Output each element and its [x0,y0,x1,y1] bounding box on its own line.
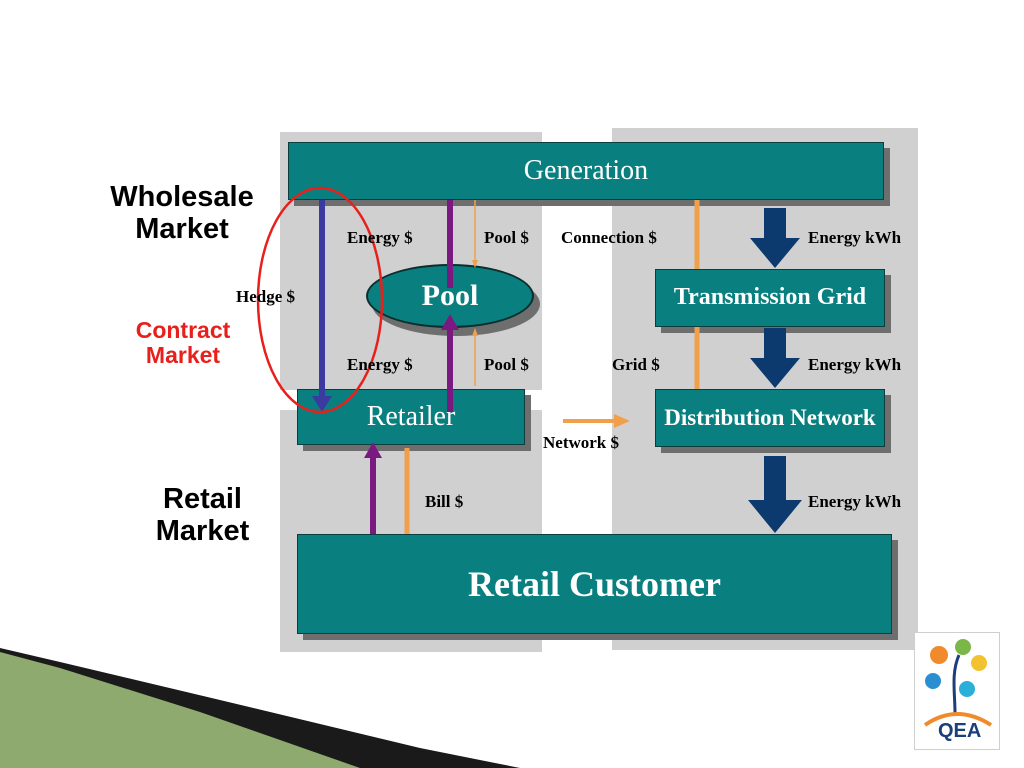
hedge-label: Hedge $ [236,287,296,306]
distribution-network-box: Distribution Network [655,389,885,447]
pool-mid-label: Pool $ [484,355,529,374]
connection-label: Connection $ [561,228,657,247]
bill-label: Bill $ [425,492,464,511]
customer-purple-arrow-head [364,442,382,458]
energy-top-label: Energy $ [347,228,413,247]
retail-market-label: Retail Market [155,483,250,547]
pool-thin-top-head [472,260,478,268]
retailer-box: Retailer [297,389,525,445]
retail-customer-label: Retail Customer [468,564,721,604]
pool-top-label: Pool $ [484,228,529,247]
retailer-label: Retailer [366,401,456,432]
hedge-arrow-head [312,396,332,412]
network-label: Network $ [543,433,620,452]
energy-kwh-label-3: Energy kWh [808,492,902,511]
transmission-grid-box: Transmission Grid [655,269,885,327]
network-arrow-head [614,414,630,428]
generation-box: Generation [288,142,884,200]
contract-market-label: Contract Market [135,317,231,369]
distribution-network-label: Distribution Network [664,404,876,430]
grid-label: Grid $ [612,355,660,374]
corner-swoosh-green [0,652,360,768]
energy-kwh-arrow-1 [750,208,800,268]
contract-market-ring [256,186,384,414]
generation-label: Generation [523,155,649,186]
energy-kwh-label-2: Energy kWh [808,355,902,374]
qea-logo-text: QEA [938,720,982,742]
energy-mid-label: Energy $ [347,355,413,374]
energy-kwh-label-1: Energy kWh [808,228,902,247]
transmission-grid-label: Transmission Grid [673,284,867,311]
retail-customer-box: Retail Customer [297,534,892,634]
energy-kwh-arrow-3 [748,456,802,533]
energy-kwh-arrow-2 [750,328,800,388]
energy-purple-mid-head [441,314,459,330]
pool-thin-mid-head [472,328,478,336]
wholesale-market-label: Wholesale Market [110,181,254,245]
qea-logo [914,632,1000,750]
qea-logo-graphic [923,639,993,727]
